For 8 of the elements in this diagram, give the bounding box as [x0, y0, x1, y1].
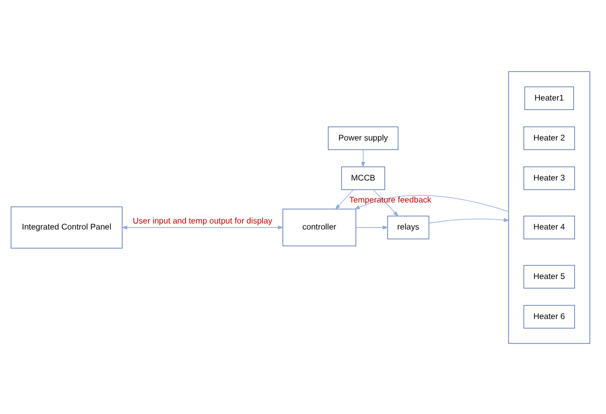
arrow [334, 188, 354, 210]
arrow [354, 194, 509, 212]
arrow [428, 218, 510, 224]
arrow [121, 225, 284, 229]
arrow [361, 149, 366, 168]
arrow [356, 225, 388, 229]
arrow [373, 188, 399, 216]
cluster [508, 70, 590, 344]
